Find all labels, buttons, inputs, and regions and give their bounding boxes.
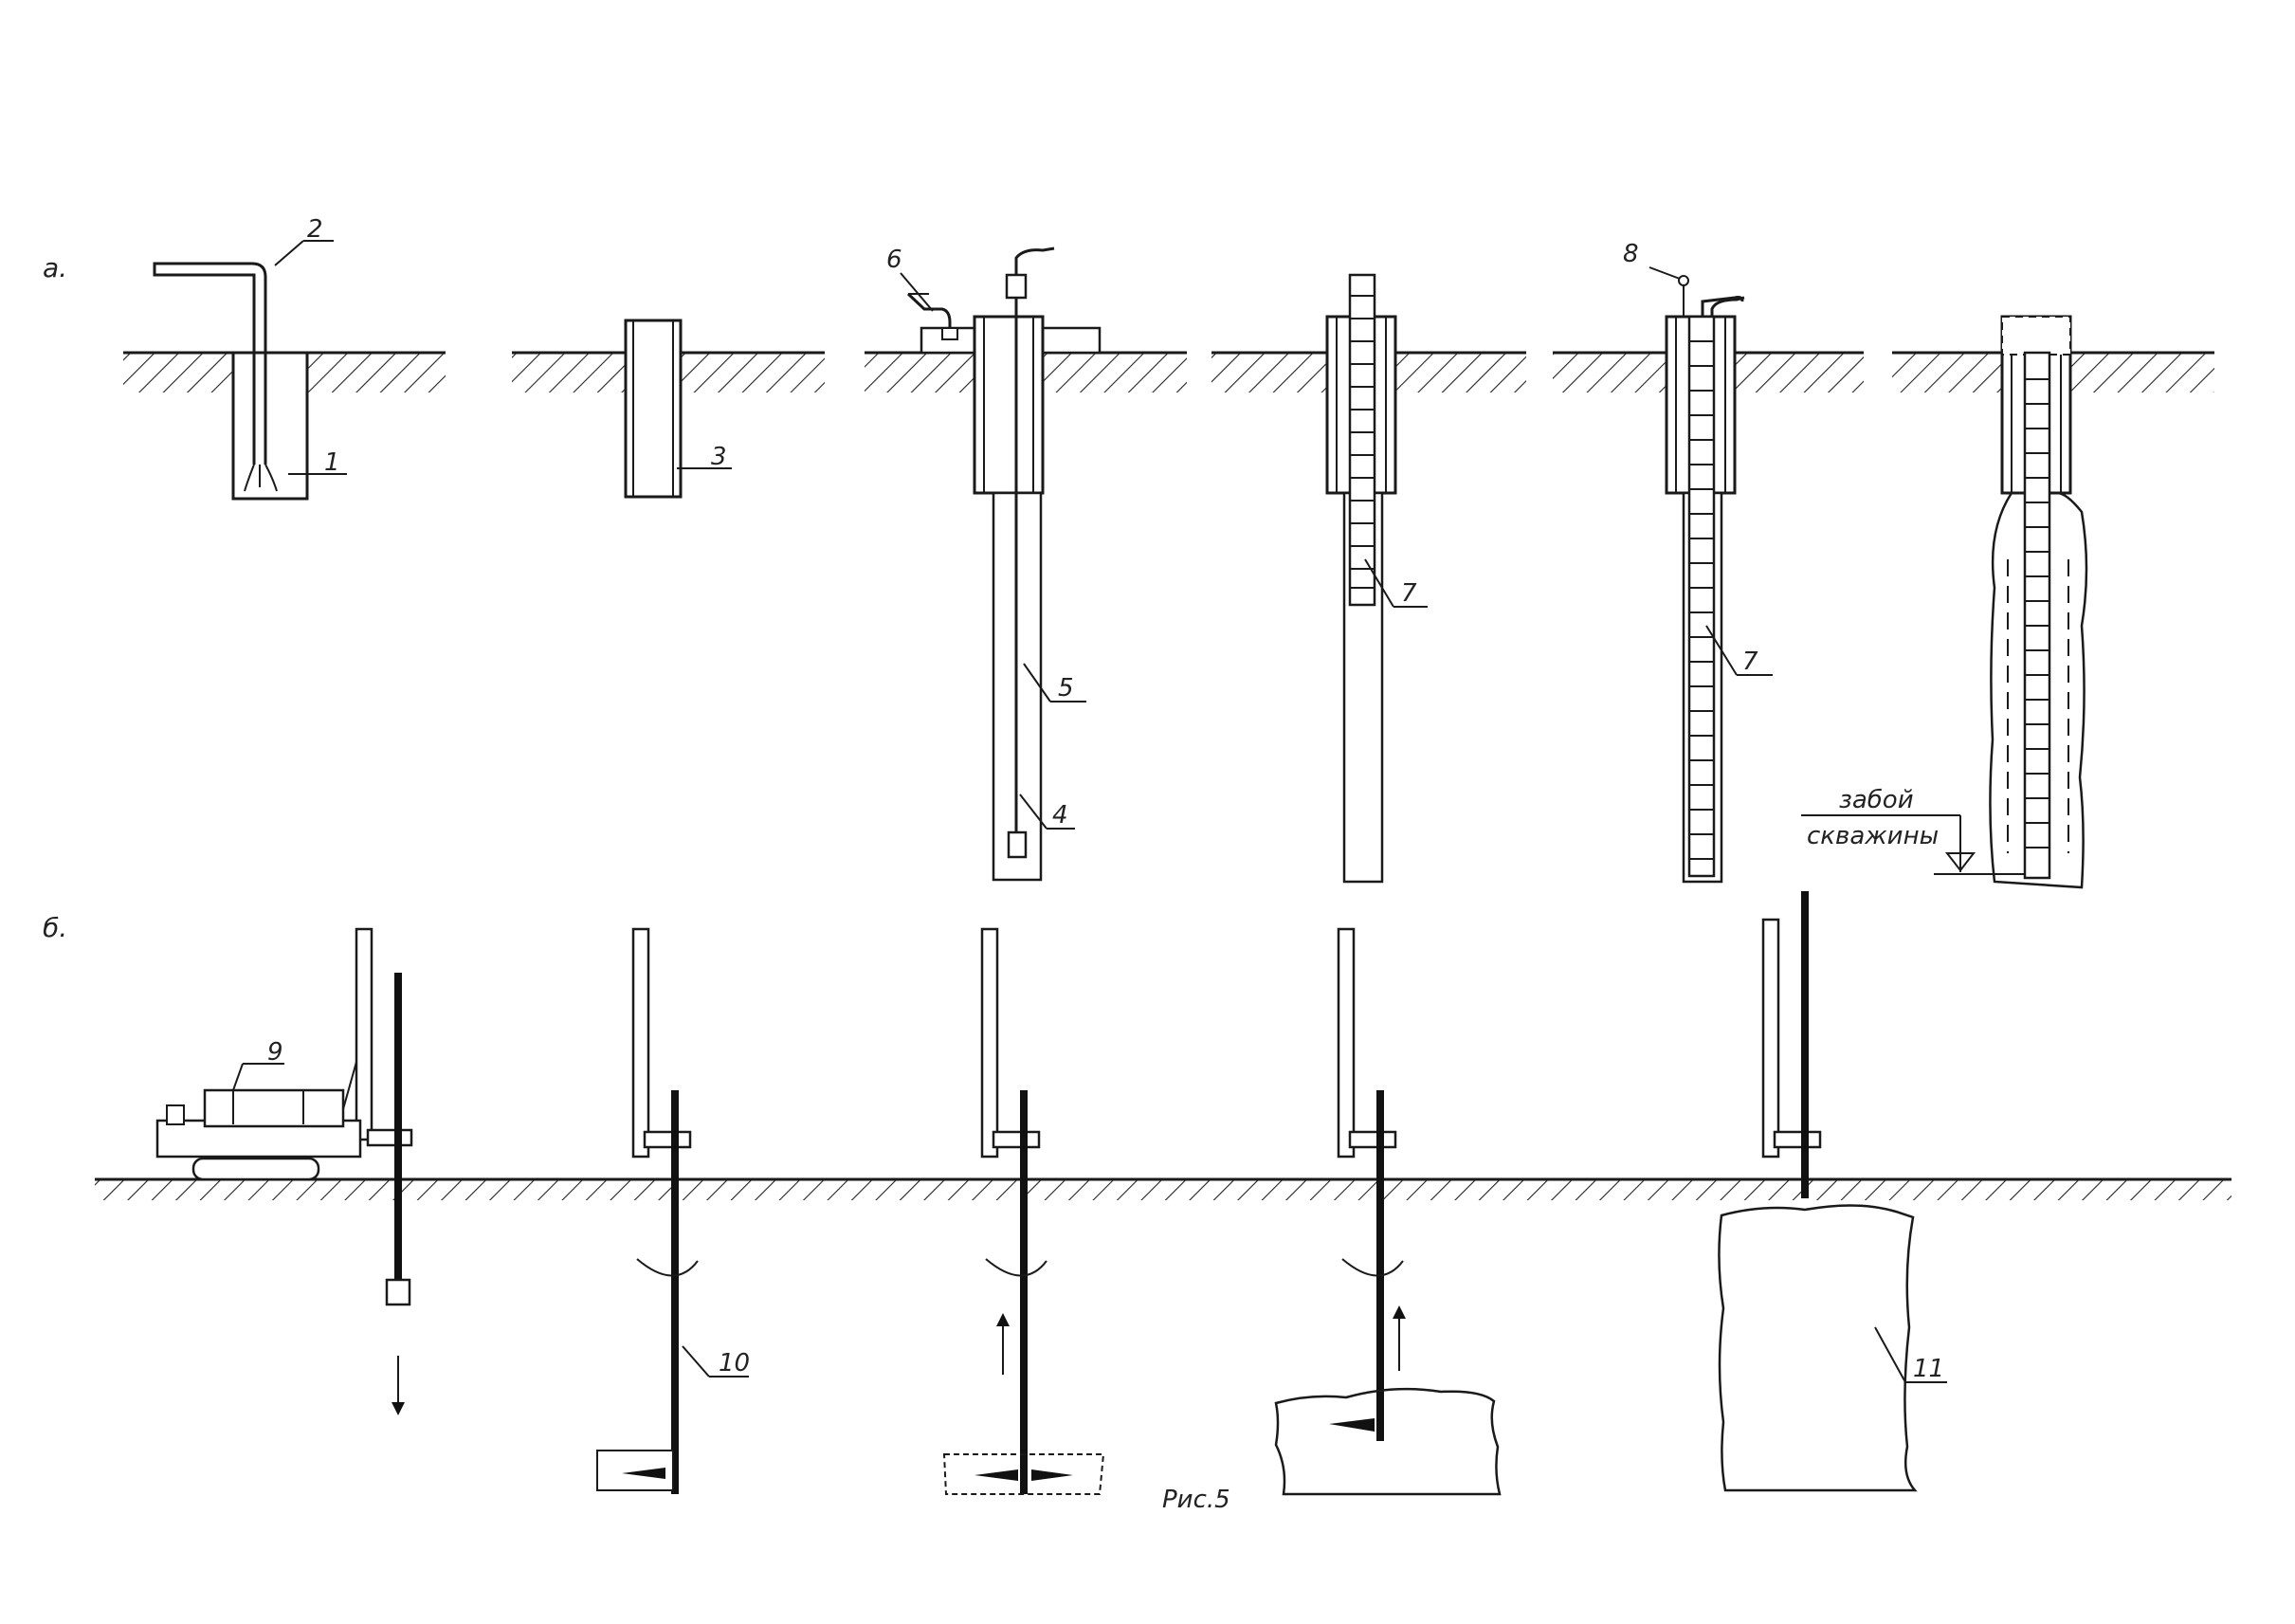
hose-6-icon (906, 292, 952, 328)
callout-7b: 7 (1742, 648, 1758, 676)
stage-a5: 8 7 (1553, 240, 1864, 884)
row-a-label: а. (43, 252, 67, 283)
stage-a3: 6 5 4 (865, 246, 1187, 882)
callout-8: 8 (1623, 240, 1639, 268)
stage-a4: 7 (1211, 273, 1526, 884)
mast-b3 (980, 927, 999, 1159)
rig-mast (355, 927, 373, 1141)
callout-5: 5 (1058, 674, 1074, 703)
callout-4: 4 (1052, 801, 1068, 830)
level-marker-icon (1944, 852, 1976, 872)
jet-pipe-icon (153, 262, 267, 465)
rebar-cage-a6 (2023, 351, 2051, 880)
stage-a6: забой скважины (1801, 315, 2214, 889)
callout-2: 2 (307, 215, 323, 244)
hose-8-icon (1701, 296, 1744, 317)
row-b-label: б. (43, 912, 67, 943)
bit-icon-b1 (385, 1278, 411, 1306)
callout-6: 6 (886, 246, 902, 274)
casing-a3 (973, 315, 1045, 495)
casing-a2 (624, 319, 683, 499)
rig-head-b2 (643, 1130, 692, 1149)
callout-3: 3 (711, 443, 727, 471)
drill-bit-icon (1007, 830, 1028, 859)
borehole-a1 (231, 351, 309, 501)
callout-9: 9 (267, 1038, 283, 1067)
rotation-icon-b4 (1341, 1258, 1404, 1277)
soilcrete-column-b4 (1274, 1387, 1502, 1496)
stage-a2: 3 (512, 319, 825, 499)
stage-b2: 10 (596, 927, 750, 1494)
stage-b3 (942, 927, 1105, 1495)
soilcrete-body-a6 (1989, 491, 2088, 889)
callout-7a: 7 (1401, 579, 1417, 608)
rotation-icon-b3 (985, 1258, 1047, 1277)
rig-engine-9 (203, 1088, 345, 1128)
rig-head-b5 (1773, 1130, 1822, 1149)
stage-b5: 11 (1718, 891, 1947, 1492)
stage-b4 (1274, 927, 1502, 1496)
ground-hatch-b (95, 1179, 2231, 1200)
bottom-label-line1: забой (1839, 786, 1914, 814)
rig-head-b3 (992, 1130, 1041, 1149)
callout-1: 1 (324, 448, 340, 477)
soilcrete-column-b5 (1718, 1204, 1918, 1492)
callout-10: 10 (719, 1349, 750, 1378)
bottom-label-line2: скважины (1807, 822, 1939, 850)
swivel-icon (1005, 273, 1028, 300)
stage-b1: 9 (155, 927, 413, 1415)
mast-b4 (1337, 927, 1356, 1159)
rebar-cage-a5 (1687, 315, 1716, 878)
rebar-cage-a4 (1348, 273, 1376, 607)
callout-11: 11 (1913, 1355, 1944, 1383)
rig-head-b4 (1348, 1130, 1397, 1149)
stage-a1: 2 1 (123, 215, 446, 501)
rig-tracks-icon (191, 1157, 320, 1181)
mast-b2 (631, 927, 650, 1159)
figure-caption: Рис.5 (1162, 1486, 1230, 1514)
rig-head-b1 (366, 1128, 413, 1147)
mast-b5 (1761, 918, 1780, 1159)
rotation-icon-b2 (636, 1258, 699, 1277)
